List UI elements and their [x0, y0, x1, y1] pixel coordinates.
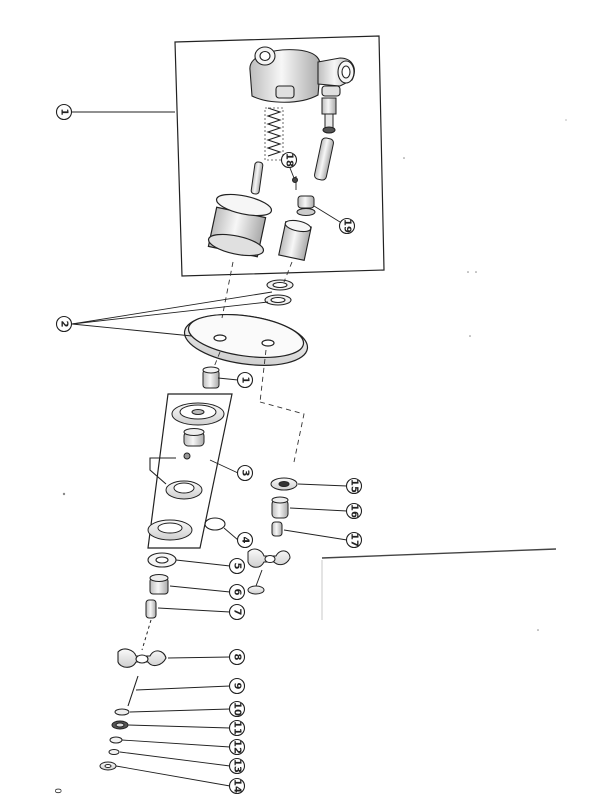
rod-part-9: [127, 675, 139, 707]
valve-stem-assembly: [295, 97, 337, 190]
svg-text:5: 5: [232, 563, 243, 570]
svg-text:11: 11: [232, 721, 243, 735]
pin-part: [250, 161, 264, 195]
callout-13: 13: [228, 757, 246, 775]
callout-3: 3: [236, 464, 254, 482]
callout-14: 14: [228, 777, 246, 795]
svg-text:12: 12: [232, 740, 243, 754]
svg-text:16: 16: [349, 504, 360, 518]
spring-part: [264, 107, 284, 161]
callout-17: 17: [345, 531, 363, 549]
flange-plate-part: [183, 314, 309, 366]
svg-text:1: 1: [59, 109, 70, 116]
callout-10: 10: [228, 700, 246, 718]
svg-text:10: 10: [232, 702, 243, 716]
svg-text:14: 14: [232, 779, 243, 793]
small-parts-stack-10-14: [99, 708, 130, 771]
callout-5: 5: [228, 557, 246, 575]
svg-text:6: 6: [232, 589, 243, 596]
callout-6: 6: [228, 583, 246, 601]
o-ring-part-4: [204, 517, 226, 531]
assembly-box-1: [174, 35, 385, 277]
cartridge-assembly-part-3: [147, 402, 225, 541]
svg-text:3: 3: [240, 470, 251, 477]
svg-text:19: 19: [342, 219, 353, 233]
fitting-part-1: [202, 366, 220, 389]
assembly-guide-lines: [211, 261, 305, 463]
callout-15: 15: [345, 477, 363, 495]
callout-4: 4: [236, 531, 254, 549]
svg-text:18: 18: [284, 153, 295, 167]
svg-text:17: 17: [349, 533, 360, 547]
callout-18: 18: [280, 151, 298, 169]
svg-text:13: 13: [232, 759, 243, 773]
svg-text:9: 9: [232, 683, 243, 690]
callout-16: 16: [345, 502, 363, 520]
svg-text:15: 15: [349, 479, 360, 493]
washer-part-5: [147, 552, 177, 568]
svg-text:2: 2: [59, 321, 70, 328]
callout-8: 8: [228, 648, 246, 666]
callout-9: 9: [228, 677, 246, 695]
nut-part-6: [149, 574, 169, 595]
small-cylinder-part: [278, 219, 312, 261]
seal-rings-part-2: [264, 279, 294, 306]
svg-text:8: 8: [232, 654, 243, 661]
leader-lines: [71, 111, 348, 787]
svg-text:1: 1: [240, 377, 251, 384]
stem-part-7: [141, 599, 157, 651]
callout-19: 19: [338, 217, 356, 235]
ring-and-fitting-18-19: [292, 177, 316, 216]
scan-artifact-line: [321, 548, 557, 620]
callout-1b: 1: [236, 371, 254, 389]
callout-12: 12: [228, 738, 246, 756]
scan-specks: [62, 119, 567, 631]
callout-2: 2: [55, 315, 73, 333]
wing-handle-part-8: [117, 648, 167, 668]
assembly-box-3: [147, 393, 233, 549]
cylinder-cup-part: [207, 193, 273, 258]
callout-7: 7: [228, 603, 246, 621]
callout-11: 11: [228, 719, 246, 737]
callout-1: 1: [55, 103, 73, 121]
page-corner-mark: 0: [52, 788, 62, 794]
right-lower-assembly-15-17: [247, 477, 298, 595]
svg-text:7: 7: [232, 609, 243, 616]
svg-text:4: 4: [240, 537, 251, 544]
valve-body-part: [249, 46, 355, 103]
